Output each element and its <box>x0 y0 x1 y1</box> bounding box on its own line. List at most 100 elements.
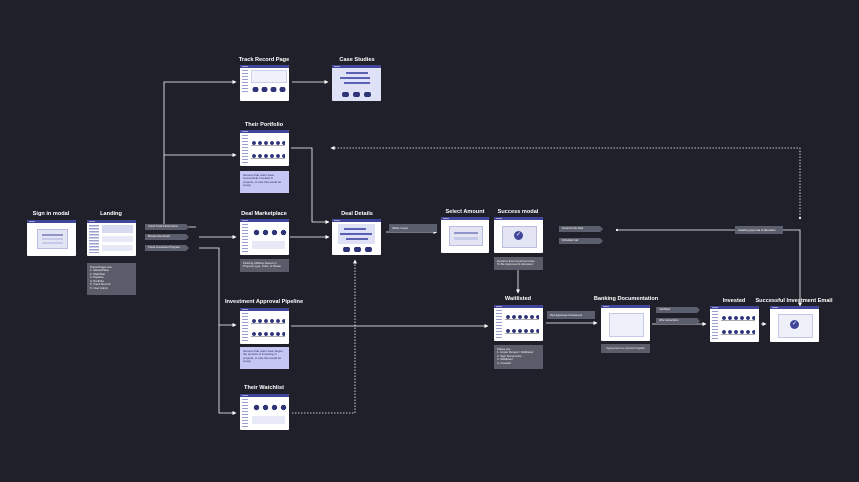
title-pipeline: Investment Approval Pipeline <box>224 299 304 305</box>
track-chart <box>251 70 287 83</box>
screen-track-record[interactable] <box>240 65 289 101</box>
waitlist-sidebar <box>496 310 502 338</box>
title-portfolio: Their Portfolio <box>244 122 284 128</box>
screen-marketplace[interactable] <box>240 219 289 255</box>
pipeline-sidebar <box>242 313 248 341</box>
landing-row <box>102 236 133 242</box>
pill-check-track-performance[interactable]: Check Track Performance <box>145 224 189 230</box>
title-deal-details: Deal Details <box>341 211 373 217</box>
window-bar <box>240 65 289 68</box>
window-bar <box>770 306 819 309</box>
window-dots <box>711 306 718 309</box>
window-dots <box>241 65 248 68</box>
chip-clicks-invest: Clicks Invest <box>389 224 437 232</box>
screen-watchlist[interactable] <box>240 394 289 430</box>
window-dots <box>602 305 609 308</box>
screen-sign-in[interactable] <box>27 220 76 256</box>
case-line <box>344 82 370 84</box>
market-sidebar <box>242 224 248 252</box>
window-bar <box>441 217 489 220</box>
pill-check-investment-progress[interactable]: Check Investment Progress <box>145 245 189 251</box>
case-line <box>346 72 368 74</box>
portfolio-track <box>251 154 285 159</box>
window-bar <box>240 130 289 133</box>
title-landing: Landing <box>100 211 122 217</box>
track-sidebar <box>242 70 248 92</box>
window-dots <box>771 306 778 309</box>
note-banking: Agreement to Commit Capital <box>601 344 650 353</box>
screen-deal-details[interactable] <box>332 219 381 255</box>
watchlist-cards <box>252 404 288 411</box>
window-bar <box>240 394 289 397</box>
chip-ops-approves: Ops Approves Investment <box>547 311 595 319</box>
window-dots <box>241 130 248 133</box>
watchlist-row <box>252 416 285 424</box>
invested-track <box>721 316 755 321</box>
portfolio-track <box>251 141 285 146</box>
window-bar <box>240 219 289 222</box>
window-bar <box>27 220 76 223</box>
waitlist-track <box>505 315 539 320</box>
landing-row <box>102 245 133 251</box>
title-invested: Invested <box>722 298 746 304</box>
connector-dots <box>615 216 802 232</box>
market-row <box>252 241 285 249</box>
connector-portfolio-details <box>291 147 330 224</box>
landing-sidebar <box>89 225 99 253</box>
portfolio-sidebar <box>242 135 248 163</box>
title-banking: Banking Documentation <box>593 296 659 302</box>
connector-track-record <box>163 80 237 228</box>
banking-form <box>609 313 644 337</box>
screen-select-amount[interactable] <box>441 217 489 253</box>
window-dots <box>241 394 248 397</box>
title-watchlist: Their Watchlist <box>244 385 284 391</box>
window-dots <box>241 308 248 311</box>
window-bar <box>494 305 543 308</box>
pill-wire-instructions[interactable]: Wire Instructions <box>656 318 700 324</box>
invested-track <box>721 330 755 335</box>
pill-browse-new-deals[interactable]: Browse New Deals <box>145 234 189 240</box>
connector-feedback-portfolio <box>330 146 801 218</box>
connector-watchlist-details <box>292 259 357 414</box>
screen-invested[interactable] <box>710 306 759 342</box>
window-bar <box>332 219 381 222</box>
screen-landing[interactable] <box>87 220 136 256</box>
waitlist-track <box>505 329 539 334</box>
note-waitlist-states: States are:1. Under Review / Waitlisted … <box>494 345 543 369</box>
window-bar <box>710 306 759 309</box>
window-bar <box>601 305 650 308</box>
track-stat-dots <box>251 87 287 92</box>
title-sign-in: Sign in modal <box>32 211 70 217</box>
screen-portfolio[interactable] <box>240 130 289 166</box>
screen-success-modal[interactable]: ✓ <box>494 217 543 253</box>
details-dots <box>341 247 374 252</box>
window-dots <box>495 217 502 220</box>
pipeline-track <box>251 319 285 324</box>
window-bar <box>494 217 543 220</box>
details-line <box>344 228 366 230</box>
chip-awaiting-approval: Awaiting Approval & Allocation <box>735 226 783 234</box>
landing-hero <box>102 225 133 233</box>
pill-call-bank[interactable]: Call Bank <box>656 307 700 313</box>
pill-schedule-call[interactable]: Schedule Call <box>559 238 603 244</box>
screen-pipeline[interactable] <box>240 308 289 344</box>
pipeline-track <box>251 332 285 337</box>
title-case-studies: Case Studies <box>339 57 375 63</box>
connector-awaiting <box>617 229 802 307</box>
window-dots <box>88 220 95 223</box>
window-bar <box>332 65 381 68</box>
screen-waitlisted[interactable] <box>494 305 543 341</box>
screen-banking[interactable] <box>601 305 650 341</box>
window-bar <box>240 308 289 311</box>
pill-invest-for-deal[interactable]: Invest for the Deal <box>559 226 603 232</box>
screen-success-email[interactable]: ✓ <box>770 306 819 342</box>
watchlist-sidebar <box>242 399 248 427</box>
amount-modal <box>449 226 483 246</box>
window-dots <box>442 217 449 220</box>
title-success-modal: Success modal <box>497 209 539 215</box>
screen-case-studies[interactable] <box>332 65 381 101</box>
